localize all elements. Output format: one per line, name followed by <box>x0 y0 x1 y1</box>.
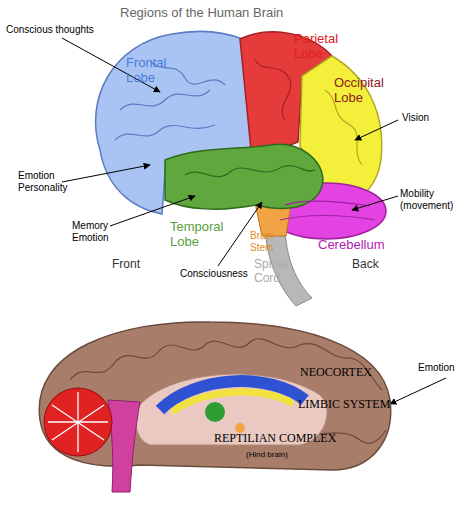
callout-text: Conscious thoughts <box>6 24 116 36</box>
callout-text: Emotion Personality <box>18 170 78 193</box>
callout-text: Memory Emotion <box>72 220 117 243</box>
part-name: Cerebellum <box>318 238 384 253</box>
lateral-brain <box>96 31 386 306</box>
part-name: Occipital Lobe <box>334 76 394 106</box>
part-name: Parietal Lobe <box>294 32 354 62</box>
callout-text: Consciousness <box>180 268 248 280</box>
temporal-lobe-shape <box>165 144 323 209</box>
limbic-inner-arc <box>172 392 293 412</box>
brainstem-shape <box>108 400 140 492</box>
part-name: Temporal Lobe <box>170 220 230 250</box>
part-name: REPTILIAN COMPLEX <box>214 432 336 446</box>
part-name: LIMBIC SYSTEM <box>298 398 390 412</box>
diagram-title: Regions of the Human Brain <box>120 6 283 21</box>
part-name: Frontal Lobe <box>126 56 186 86</box>
part-name: Brain Stem <box>250 230 286 253</box>
callout-text: Vision <box>402 112 429 124</box>
direction-label: Back <box>352 258 379 272</box>
thalamus <box>205 402 225 422</box>
direction-label: Front <box>112 258 140 272</box>
callout-text: Emotion <box>418 362 455 374</box>
note-text: (Hind brain) <box>246 450 288 459</box>
part-name: Spinal Cord <box>254 258 299 286</box>
callout-text: Mobility (movement) <box>400 188 470 211</box>
part-name: NEOCORTEX <box>300 366 372 380</box>
neocortex-shape <box>39 322 390 470</box>
cerebellum-sagittal <box>44 388 112 456</box>
sagittal-brain <box>39 322 390 492</box>
